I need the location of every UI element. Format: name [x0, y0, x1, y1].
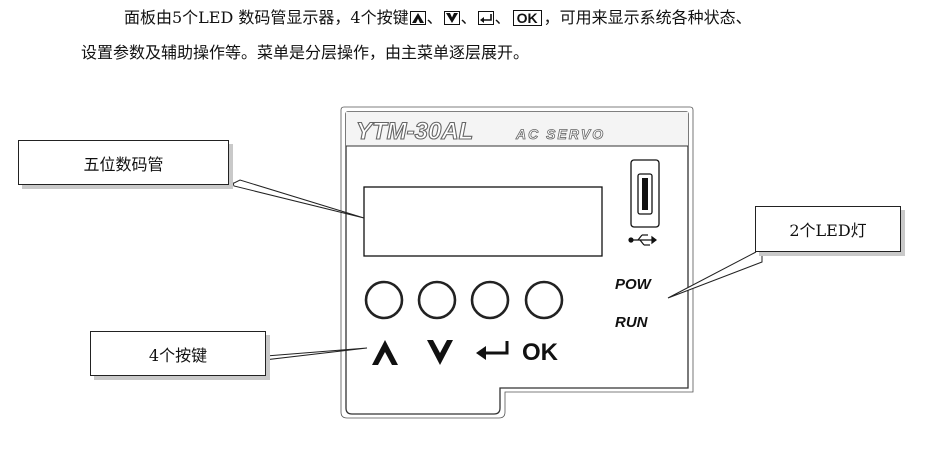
model-label: AC SERVO — [515, 126, 605, 142]
display-window — [363, 186, 603, 257]
enter-icon — [476, 341, 509, 360]
callout-keys: 4个按键 — [90, 331, 266, 376]
usb-icon — [628, 234, 657, 246]
led-label-run: RUN — [615, 314, 649, 331]
header-strip — [346, 112, 688, 146]
panel-inner-outline — [340, 106, 694, 419]
up-arrow-icon — [372, 340, 398, 365]
intro-line-1: 面板由5个LED 数码管显示器，4个按键、、、OK，可用来显示系统各种状态、 — [124, 10, 752, 26]
down-key-icon — [443, 11, 460, 25]
key-button-2 — [417, 280, 457, 320]
enter-key-icon — [477, 11, 494, 25]
key-button-3 — [470, 280, 510, 320]
brand-label: YTM-30AL — [356, 118, 473, 145]
separator: 、 — [494, 8, 511, 27]
callout-display: 五位数码管 — [18, 140, 229, 185]
key-button-1 — [364, 280, 404, 320]
ok-key-label: OK — [522, 339, 559, 366]
separator: 、 — [460, 8, 477, 27]
led-label-pow: POW — [615, 276, 653, 293]
key-button-4 — [524, 280, 564, 320]
leds-leader — [667, 251, 763, 299]
panel-outline — [345, 111, 689, 415]
intro-line-2: 设置参数及辅助操作等。菜单是分层操作，由主菜单逐层展开。 — [81, 43, 530, 62]
up-key-icon — [409, 11, 426, 25]
separator: 、 — [426, 8, 443, 27]
intro-line-1-suffix: ，可用来显示系统各种状态、 — [543, 8, 752, 27]
intro-line-1-prefix: 面板由5个LED 数码管显示器，4个按键 — [124, 8, 409, 27]
callout-leds: 2个LED灯 — [755, 206, 901, 252]
down-arrow-icon — [427, 340, 453, 365]
ok-key-icon: OK — [512, 10, 542, 26]
display-leader — [227, 169, 365, 219]
